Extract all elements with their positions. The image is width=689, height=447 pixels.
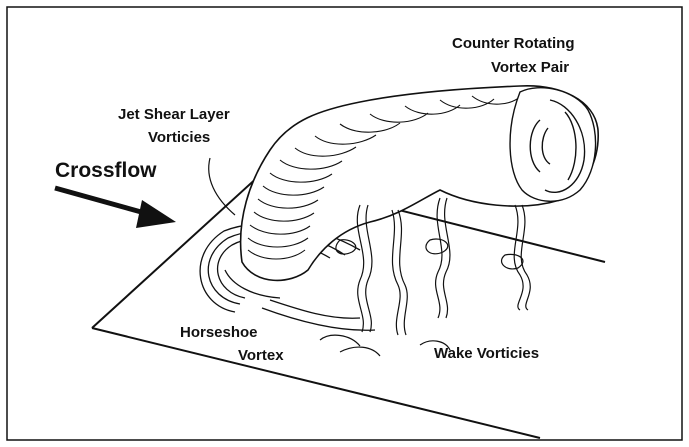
counter-rotating-vortex-pair [510,88,596,202]
label-counter-rotating-line1: Counter Rotating [452,35,574,52]
label-horseshoe-line1: Horseshoe [180,324,258,341]
label-wake-vorticies: Wake Vorticies [434,345,539,362]
jet-shear-leader [209,158,235,215]
label-jet-shear-line1: Jet Shear Layer [118,106,230,123]
crossflow-arrow-icon [55,188,176,228]
label-jet-shear-line2: Vorticies [148,129,210,146]
label-crossflow: Crossflow [55,159,157,182]
label-counter-rotating-line2: Vortex Pair [491,59,569,76]
label-horseshoe-line2: Vortex [238,347,284,364]
